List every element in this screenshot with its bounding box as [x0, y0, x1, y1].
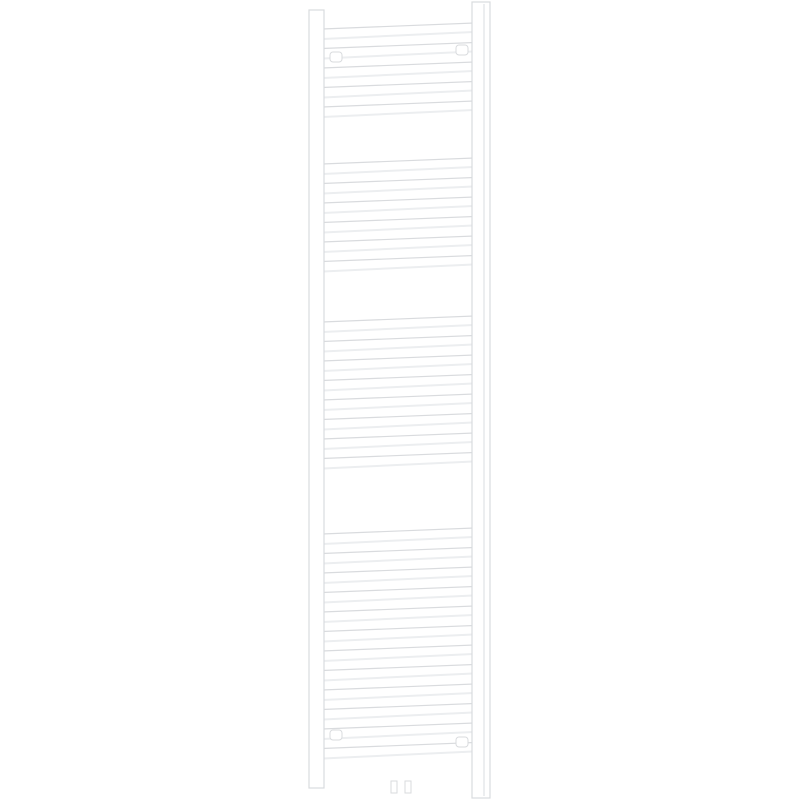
radiator-bar-shadow — [322, 70, 474, 79]
radiator-bar-shadow — [322, 731, 474, 740]
radiator-bar-shadow — [322, 460, 474, 470]
radiator-bar-shadow — [322, 402, 474, 411]
radiator-bar — [321, 722, 475, 740]
radiator-bar-shadow — [322, 633, 474, 643]
left-rail — [308, 9, 325, 789]
radiator-bar — [321, 315, 475, 333]
valve-connector — [390, 780, 398, 794]
radiator-bar-shadow — [322, 50, 474, 60]
radiator-bar — [321, 683, 475, 701]
radiator-bar — [321, 566, 475, 584]
radiator-bar — [321, 605, 475, 623]
radiator-bar-shadow — [322, 109, 474, 118]
radiator-bar — [321, 451, 475, 470]
radiator-bar — [321, 373, 475, 392]
radiator-bar — [321, 215, 475, 234]
radiator-bar-shadow — [322, 421, 474, 431]
radiator-bar-shadow — [322, 536, 474, 545]
radiator-bar-shadow — [322, 224, 474, 234]
radiator-bar — [321, 354, 475, 372]
radiator-bar-shadow — [322, 343, 474, 353]
radiator-bar-shadow — [322, 653, 474, 662]
radiator-bar — [321, 80, 475, 99]
radiator-bar-shadow — [322, 441, 474, 450]
radiator-bar — [321, 527, 475, 545]
radiator-bar — [321, 546, 475, 565]
radiator-bar — [321, 663, 475, 682]
radiator-bar — [321, 741, 475, 760]
radiator-bar — [321, 61, 475, 79]
radiator-bar-shadow — [322, 363, 474, 372]
wall-bracket — [329, 729, 343, 741]
radiator-bar — [321, 412, 475, 431]
radiator-bar — [321, 22, 475, 40]
radiator-bar-shadow — [322, 89, 474, 99]
wall-bracket — [329, 51, 343, 63]
radiator-bar-shadow — [322, 31, 474, 40]
radiator-bar-shadow — [322, 672, 474, 682]
radiator-bar-shadow — [322, 575, 474, 584]
radiator-bar-shadow — [322, 205, 474, 214]
radiator-bar — [321, 334, 475, 353]
radiator-bar-shadow — [322, 324, 474, 333]
radiator-bar — [321, 585, 475, 604]
radiator-bar — [321, 235, 475, 253]
radiator-bar — [321, 176, 475, 195]
radiator-bar — [321, 157, 475, 175]
radiator-bar — [321, 41, 475, 60]
wall-bracket — [455, 44, 469, 56]
radiator-bar-shadow — [322, 382, 474, 392]
radiator-bar — [321, 254, 475, 273]
radiator-bar — [321, 100, 475, 118]
radiator-bar — [321, 644, 475, 662]
radiator-bar-shadow — [322, 692, 474, 701]
radiator-bar — [321, 393, 475, 411]
radiator-bar-shadow — [322, 244, 474, 253]
radiator-bar — [321, 702, 475, 721]
radiator-bar-shadow — [322, 711, 474, 721]
wall-bracket — [455, 736, 469, 748]
radiator-bar — [321, 196, 475, 214]
radiator-bar-shadow — [322, 594, 474, 604]
radiator-bar-shadow — [322, 166, 474, 175]
radiator-bar-shadow — [322, 750, 474, 760]
radiator-bar-shadow — [322, 614, 474, 623]
radiator-bar-shadow — [322, 185, 474, 195]
radiator-bar — [321, 432, 475, 450]
valve-connector — [404, 780, 412, 794]
radiator-bar — [321, 624, 475, 643]
radiator-bar-shadow — [322, 263, 474, 273]
right-rail — [471, 1, 491, 799]
radiator-bar-shadow — [322, 555, 474, 565]
